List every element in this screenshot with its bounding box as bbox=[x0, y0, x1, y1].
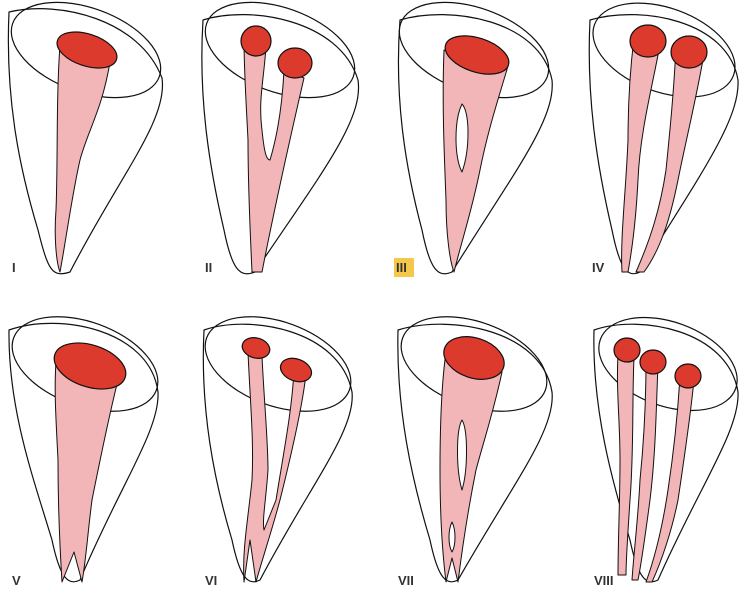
canal-orifice bbox=[278, 48, 312, 78]
panel-type-6: VI bbox=[192, 299, 364, 588]
panel-label: II bbox=[205, 260, 212, 275]
panel-label: V bbox=[12, 573, 21, 588]
panel-type-4: IV bbox=[580, 0, 740, 275]
panel-type-8: VIII bbox=[586, 300, 740, 588]
panel-label: I bbox=[12, 260, 16, 275]
canal-orifice bbox=[675, 364, 701, 388]
panel-type-2: II bbox=[192, 0, 367, 275]
panel-label: III bbox=[396, 260, 407, 275]
panel-type-1: I bbox=[0, 0, 174, 275]
panel-label: VIII bbox=[594, 573, 614, 588]
panel-label: IV bbox=[592, 260, 605, 275]
panel-label: VI bbox=[205, 573, 217, 588]
canal-orifice bbox=[630, 25, 666, 57]
panel-type-5: V bbox=[0, 299, 171, 588]
canal-orifice bbox=[241, 26, 271, 56]
panel-type-7: VII bbox=[388, 299, 560, 588]
canal-orifice bbox=[614, 338, 640, 362]
canal-orifice bbox=[640, 350, 666, 374]
canal-orifice bbox=[671, 36, 707, 68]
panel-type-3: III bbox=[386, 0, 561, 277]
root-outline bbox=[203, 324, 352, 582]
root-outline bbox=[589, 15, 738, 274]
panel-label: VII bbox=[398, 573, 414, 588]
